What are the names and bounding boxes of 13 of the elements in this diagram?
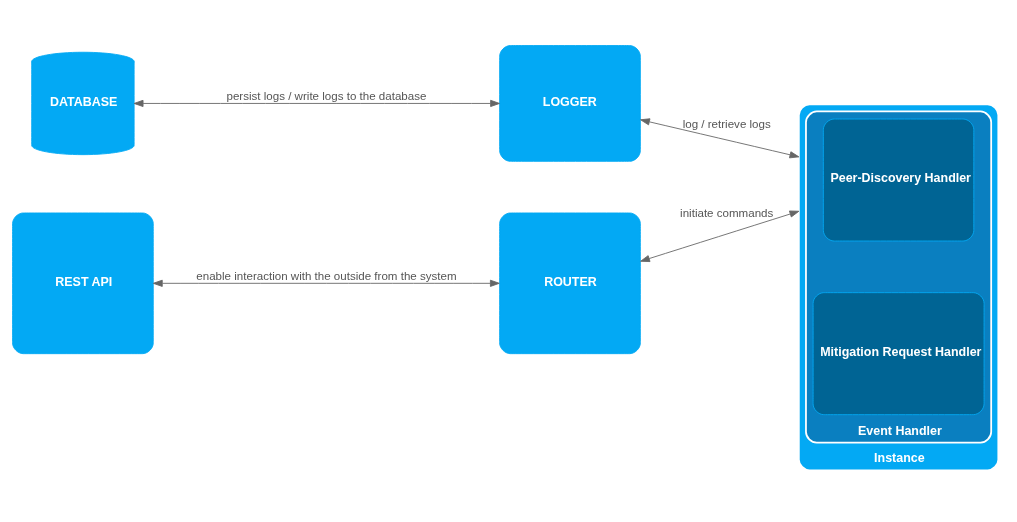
edge-label: initiate commands xyxy=(679,206,773,219)
edge-label: log / retrieve logs xyxy=(682,117,771,130)
node-box: LOGGER xyxy=(498,44,641,162)
node-box: Peer-Discovery Handler xyxy=(822,118,974,241)
arrow xyxy=(133,99,500,107)
edge-label: enable interaction with the outside from the system xyxy=(195,269,457,282)
arrow xyxy=(639,117,799,158)
arrow xyxy=(152,279,500,287)
node-box: ROUTER xyxy=(498,212,641,354)
edge-label: persist logs / write logs to the database xyxy=(226,89,426,102)
node-box: REST API xyxy=(11,212,154,354)
arrow xyxy=(639,210,799,262)
node-box: Mitigation Request Handler xyxy=(812,291,984,415)
